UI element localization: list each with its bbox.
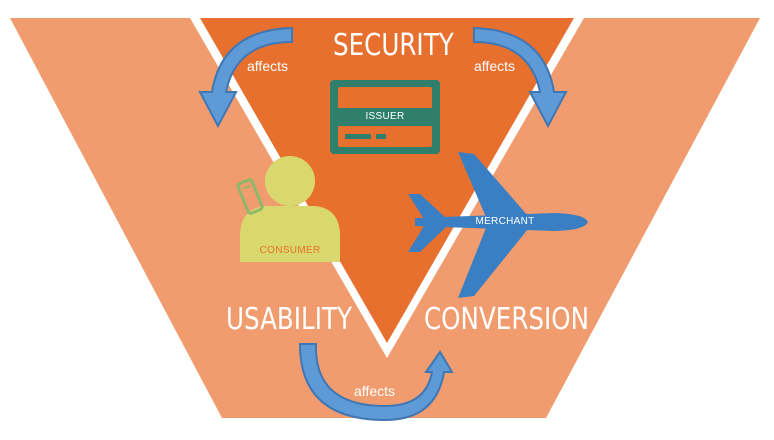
curved-arrow-left <box>198 26 293 129</box>
phone-icon <box>236 178 264 215</box>
affects-right-label: affects <box>474 58 515 74</box>
curved-arrow-bottom <box>298 343 454 422</box>
inner-triangle <box>200 18 574 343</box>
affects-left-label: affects <box>247 58 288 74</box>
security-label: SECURITY <box>333 28 454 63</box>
airplane-icon <box>408 152 588 298</box>
credit-card-icon <box>330 80 440 154</box>
person-icon <box>240 156 340 262</box>
curved-arrow-right <box>473 26 568 129</box>
issuer-label: ISSUER <box>365 111 405 122</box>
affects-bottom-label: affects <box>354 383 395 399</box>
consumer-label: CONSUMER <box>259 245 321 256</box>
usability-label: USABILITY <box>226 302 353 337</box>
conversion-label: CONVERSION <box>424 302 590 337</box>
merchant-label: MERCHANT <box>475 216 535 227</box>
